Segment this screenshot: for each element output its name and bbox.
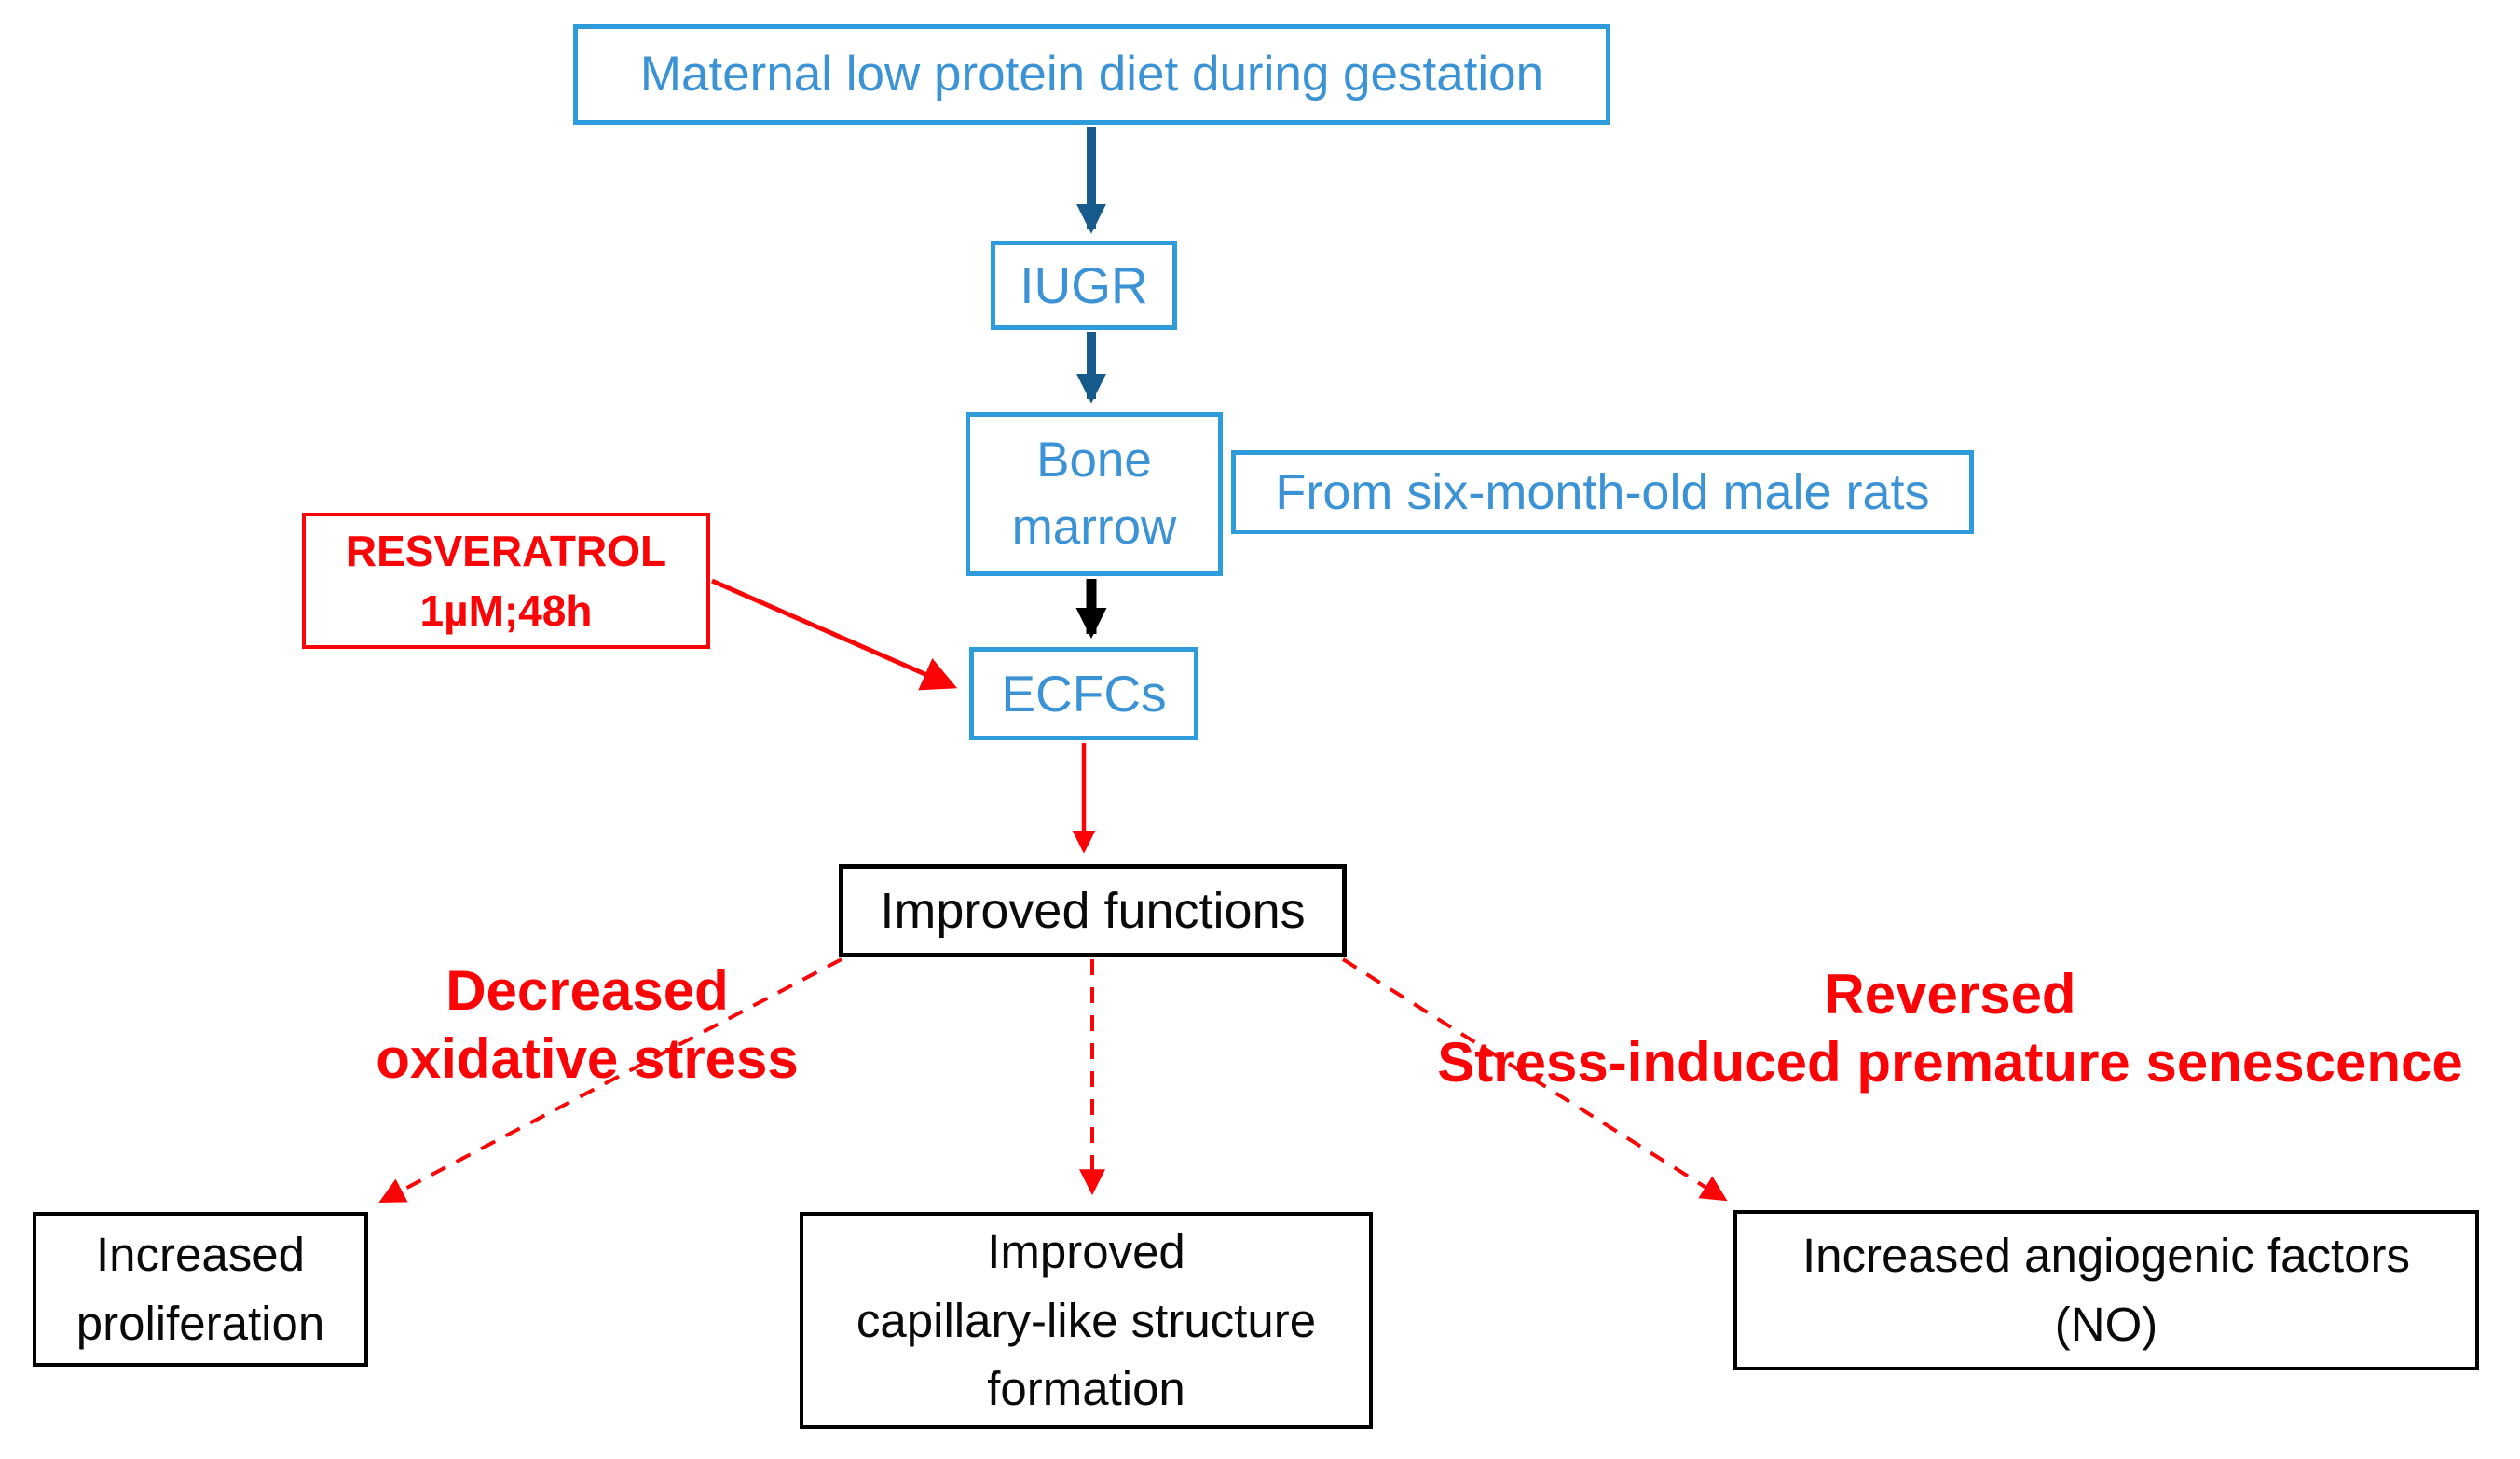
- box-improved-functions: Improved functions: [839, 864, 1347, 957]
- box-increased-angiogenic-factors: Increased angiogenic factors (NO): [1733, 1210, 2479, 1370]
- box-ecfcs: ECFCs: [969, 647, 1198, 740]
- box-iugr: IUGR: [991, 241, 1177, 330]
- arrow-dashed-to-proliferation: [378, 957, 842, 1203]
- label-reversed-senescence: Reversed Stress-induced premature senesc…: [1437, 963, 2463, 1094]
- box-maternal-diet: Maternal low protein diet during gestati…: [573, 24, 1610, 125]
- box-resveratrol: RESVERATROL 1µM;48h: [302, 513, 710, 649]
- box-capillary-structure-formation: Improved capillary-like structure format…: [800, 1212, 1373, 1429]
- label-decreased-oxidative-stress: Decreased oxidative stress: [376, 959, 799, 1091]
- box-source-note: From six-month-old male rats: [1231, 450, 1974, 534]
- box-increased-proliferation: Increased proliferation: [33, 1212, 368, 1367]
- arrow-dashed-to-angiogenic: [1341, 957, 1728, 1202]
- arrow-resveratrol-to-ecfcs: [710, 578, 958, 691]
- box-bone-marrow: Bone marrow: [966, 412, 1223, 576]
